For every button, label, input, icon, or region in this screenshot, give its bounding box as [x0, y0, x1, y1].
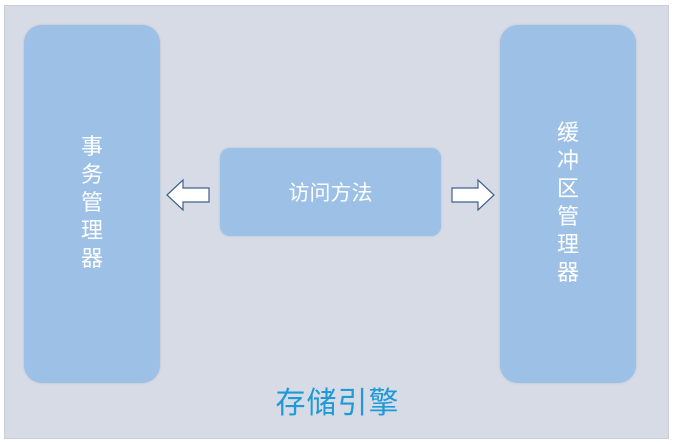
- transaction-manager-label: 事务管理器: [80, 135, 103, 272]
- storage-engine-caption: 存储引擎: [275, 386, 400, 421]
- right-arrow-icon: [451, 178, 495, 212]
- access-methods-box: 访问方法: [220, 148, 441, 236]
- buffer-manager-box: 缓冲区管理器: [500, 25, 636, 383]
- access-methods-label: 访问方法: [288, 181, 373, 205]
- left-arrow-icon: [166, 178, 210, 212]
- transaction-manager-box: 事务管理器: [24, 25, 160, 383]
- buffer-manager-label: 缓冲区管理器: [556, 121, 579, 286]
